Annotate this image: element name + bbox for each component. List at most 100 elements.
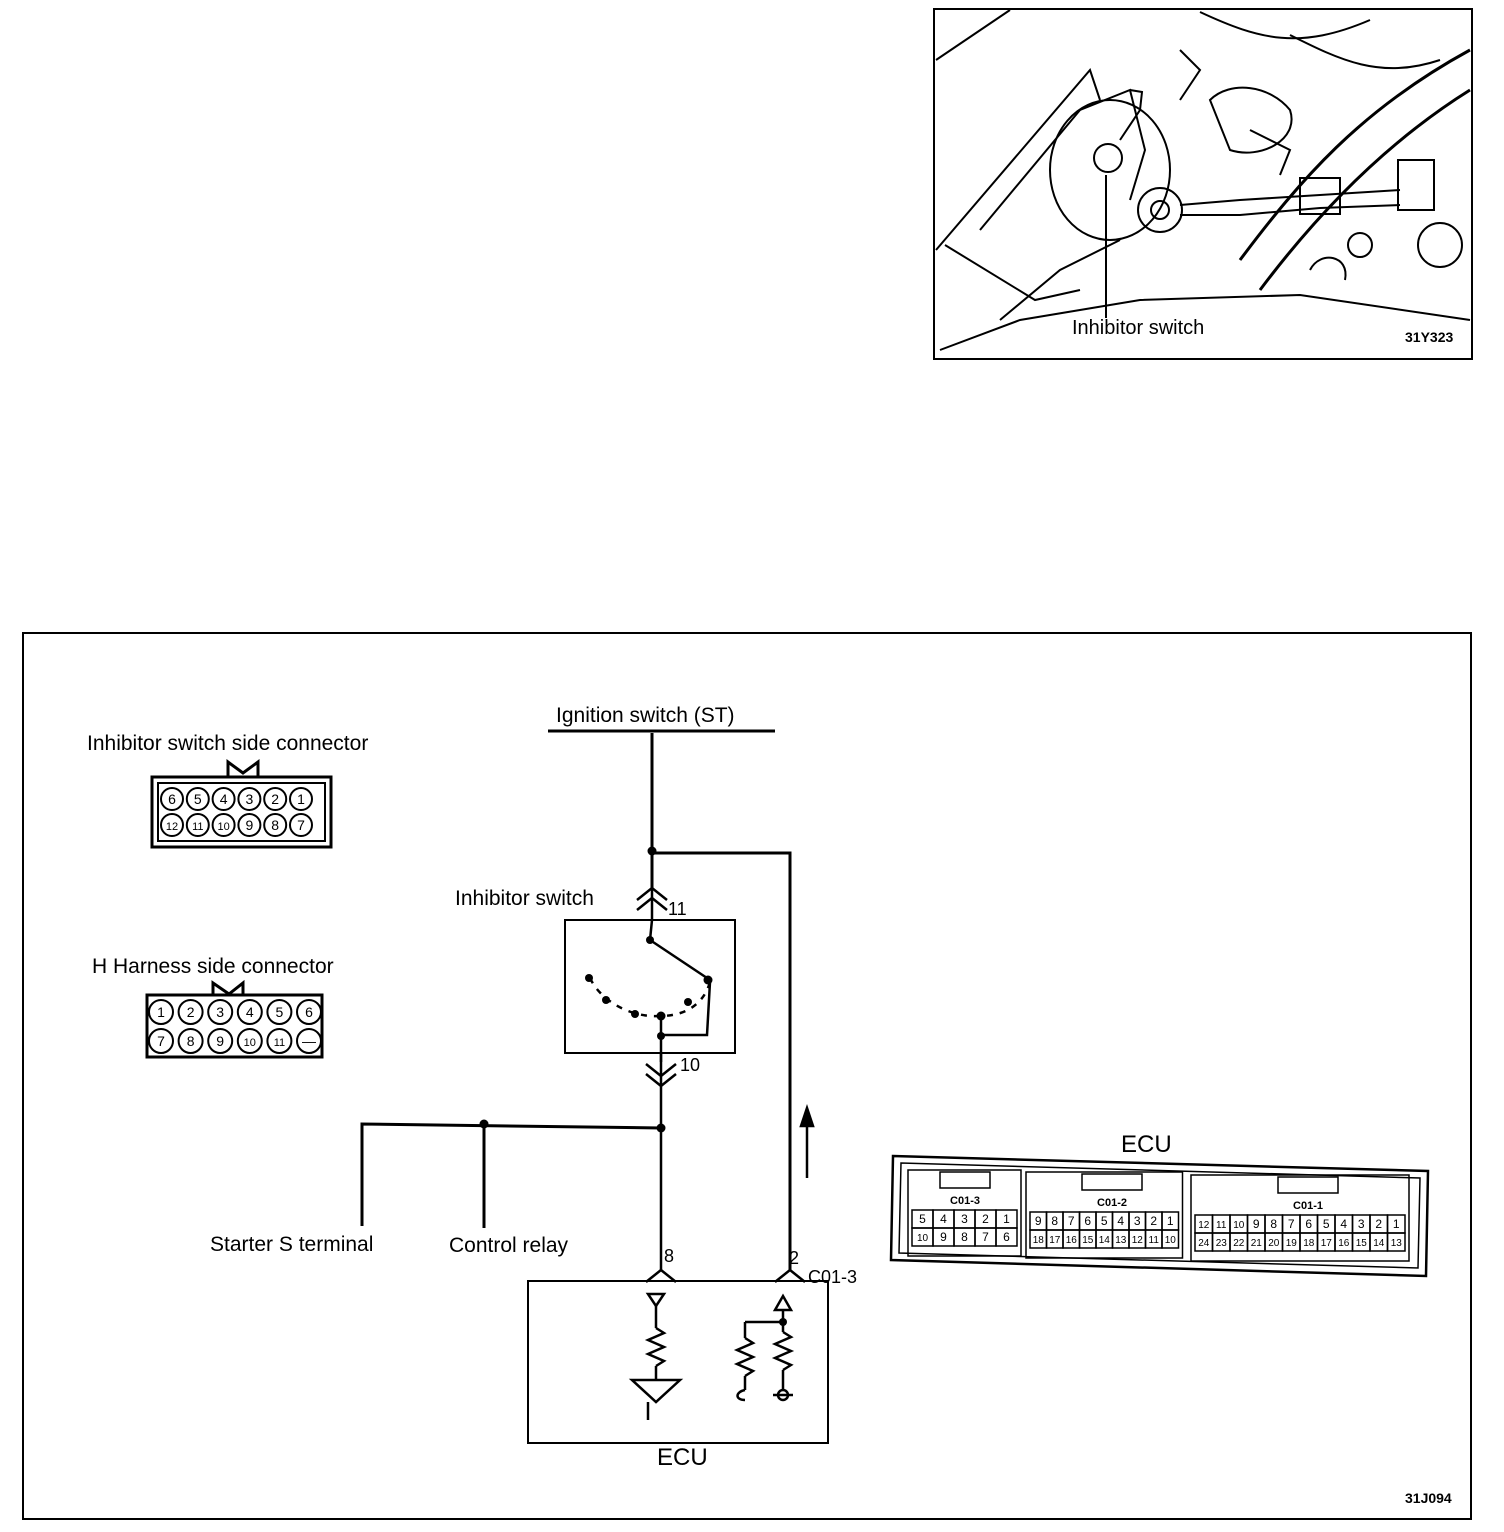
inhibitor-switch-box <box>564 919 736 1054</box>
photo-figure-code: 31Y323 <box>1405 329 1453 345</box>
ecu-connector-pin-label: 8 <box>1270 1217 1277 1231</box>
inhibitor-connector-pin-label: 10 <box>217 821 229 833</box>
ecu-connector-pin-label: 12 <box>1132 1235 1144 1246</box>
inhibitor-switch-label: Inhibitor switch <box>455 887 594 910</box>
harness-connector-pin <box>148 1028 174 1054</box>
ecu-connector-pin-label: 4 <box>1340 1217 1347 1231</box>
harness-side-connector-title: H Harness side connector <box>92 955 334 978</box>
ecu-connector-pin-label: 5 <box>919 1212 926 1226</box>
harness-connector-pin-label: 8 <box>187 1033 195 1049</box>
ecu-connector-pin-label: 2 <box>1150 1214 1157 1228</box>
harness-connector-pin-label: 7 <box>157 1033 165 1049</box>
ecu-connector-pin-label: 2 <box>1375 1217 1382 1231</box>
ecu-connector-pin-label: 20 <box>1268 1238 1280 1249</box>
harness-connector-pin-label: 6 <box>305 1004 313 1020</box>
harness-connector-pin <box>236 1028 263 1054</box>
ecu-connector-pin-label: 18 <box>1303 1238 1315 1249</box>
ecu-connector-pin-label: 10 <box>917 1233 929 1244</box>
inhibitor-connector-pin-label: 6 <box>168 791 176 807</box>
ecu-connector-pin-label: 17 <box>1049 1235 1061 1246</box>
inhibitor-connector-pin-label: 12 <box>166 821 178 833</box>
ecu-connector-title: ECU <box>1121 1131 1172 1158</box>
terminal-11-connector-symbol <box>636 886 668 920</box>
ecu-connector-pin-label: 15 <box>1082 1235 1094 1246</box>
inhibitor-connector-pin <box>237 813 262 837</box>
inhibitor-connector-pin <box>263 813 288 837</box>
ecu-connector-block-id: C01-1 <box>1293 1200 1323 1212</box>
ecu-connector-pin-label: 8 <box>1051 1214 1058 1228</box>
ecu-pin-8-label: 8 <box>664 1246 674 1266</box>
ecu-box-label: ECU <box>657 1444 708 1471</box>
inhibitor-switch-contact-dots <box>585 936 713 1040</box>
ecu-connector-pin-label: 16 <box>1338 1238 1350 1249</box>
inhibitor-connector-pin <box>289 787 313 811</box>
ecu-connector-block-id: C01-2 <box>1097 1197 1127 1209</box>
junction-dot-main <box>656 1123 666 1133</box>
wiring-diagram-frame <box>22 632 1472 1520</box>
diagram-figure-code: 31J094 <box>1405 1490 1452 1506</box>
inhibitor-connector-pin <box>185 787 210 811</box>
signal-direction-arrow <box>799 1104 815 1178</box>
ecu-connector-pin-label: 13 <box>1115 1235 1127 1246</box>
ecu-connector-pin-label: 17 <box>1321 1238 1333 1249</box>
ecu-connector-pin-label: 6 <box>1305 1217 1312 1231</box>
ecu-connector-pin-label: 24 <box>1198 1238 1210 1249</box>
ecu-connector-pin-label: 7 <box>982 1230 989 1244</box>
ecu-connector-cell <box>1386 1232 1406 1252</box>
ecu-pin-2-label: 2 <box>789 1248 799 1268</box>
ecu-connector-pin-label: 23 <box>1216 1238 1228 1249</box>
ecu-connector-pin-label: 11 <box>1149 1235 1160 1246</box>
ecu-connector-pin-label: 9 <box>1253 1217 1260 1231</box>
harness-side-connector-housing <box>145 979 324 1059</box>
inhibitor-connector-pin-label: 11 <box>192 821 203 833</box>
terminal-11-label: 11 <box>668 899 687 919</box>
ecu-connector-pin-label: 3 <box>1134 1214 1141 1228</box>
inhibitor-connector-pin <box>211 787 236 811</box>
ecu-connector-pin-label: 11 <box>1216 1220 1227 1231</box>
ecu-connector-lock-tab <box>939 1171 991 1189</box>
photo-inhibitor-switch-label: Inhibitor switch <box>1072 317 1204 339</box>
ecu-connector-pin-label: 6 <box>1084 1214 1091 1228</box>
harness-connector-pin <box>148 999 174 1025</box>
ecu-connector-pin-label: 1 <box>1393 1217 1400 1231</box>
ecu-connector-pin-label: 12 <box>1198 1220 1210 1231</box>
ecu-connector-pin-label: 22 <box>1233 1238 1245 1249</box>
harness-connector-pin-label: 11 <box>274 1037 285 1049</box>
inhibitor-connector-pin <box>263 787 288 811</box>
harness-connector-pin-label: 10 <box>244 1037 256 1049</box>
harness-connector-pin-label: 5 <box>276 1004 284 1020</box>
ecu-connector-pin-label: 4 <box>940 1212 947 1226</box>
inhibitor-connector-pin-label: 5 <box>194 791 202 807</box>
inhibitor-connector-pin <box>160 813 184 837</box>
harness-connector-pin <box>296 999 322 1025</box>
ecu-connector-block-id: C01-3 <box>950 1195 980 1207</box>
inhibitor-connector-pin-label: 1 <box>297 791 305 807</box>
harness-connector-pin <box>266 1028 293 1054</box>
harness-connector-pin <box>177 999 204 1025</box>
ecu-connector-pin-label: 1 <box>1167 1214 1174 1228</box>
ecu-connector-pin-label: 5 <box>1323 1217 1330 1231</box>
ecu-internal-circuit <box>628 1292 795 1420</box>
ecu-connector-pin-label: 16 <box>1066 1235 1078 1246</box>
inhibitor-connector-pin-label: 2 <box>271 791 279 807</box>
harness-connector-pin <box>207 1028 234 1054</box>
ecu-connector-pin-label: 14 <box>1099 1235 1111 1246</box>
ecu-pin-connector-symbols <box>645 1268 806 1283</box>
harness-connector-pin-label: 4 <box>246 1004 254 1020</box>
inhibitor-connector-pin <box>237 787 262 811</box>
ecu-connector-block <box>907 1169 1022 1257</box>
inhibitor-connector-pin-label: 8 <box>271 817 279 833</box>
engine-bay-illustration <box>935 9 1471 351</box>
harness-connector-pin-label: 2 <box>187 1004 195 1020</box>
harness-connector-pin-label: — <box>302 1033 316 1049</box>
ecu-connector-pin-label: 2 <box>982 1212 989 1226</box>
harness-connector-pin-label: 3 <box>216 1004 224 1020</box>
junction-dot-ignition <box>647 846 657 856</box>
harness-connector-pin <box>236 999 263 1025</box>
ecu-connector-pin-label: 1 <box>1003 1212 1010 1226</box>
junction-dot-relay <box>479 1119 489 1129</box>
inhibitor-connector-pin-label: 4 <box>220 791 228 807</box>
inhibitor-switch-photo-frame <box>933 8 1473 360</box>
